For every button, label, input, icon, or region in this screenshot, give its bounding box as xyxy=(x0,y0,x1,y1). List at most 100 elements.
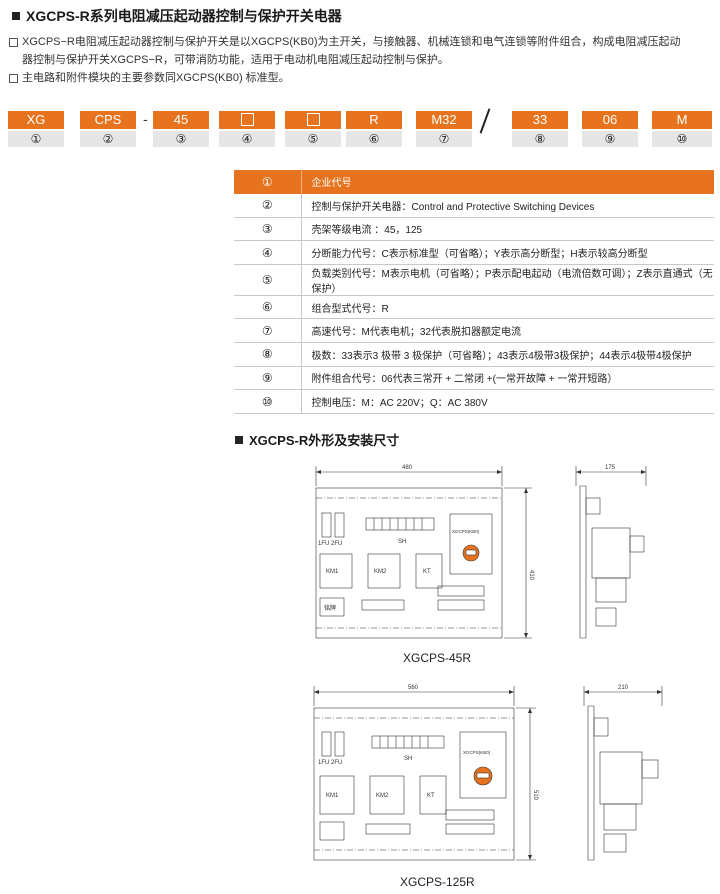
km2-label: KM2 xyxy=(374,569,387,575)
intro-text: 器控制与保护开关XGCPS−R，可带消防功能，适用于电动机电阻减压起动控制与保护… xyxy=(22,54,449,66)
code-part: CPS xyxy=(80,111,136,129)
spec-text: 极数：33表示3 极带 3 极保护（可省略）；43表示4极带3极保护；44表示4… xyxy=(301,342,714,367)
spec-text: 控制与保护开关电器：Control and Protective Switchi… xyxy=(301,193,714,218)
side-view: 210 xyxy=(583,685,663,861)
sh-label: SH xyxy=(398,539,406,545)
intro-item: 主电路和附件模块的主要参数同XGCPS(KB0) 标准型。 xyxy=(8,69,716,87)
code-number: ④ xyxy=(219,131,275,147)
bullet-square-icon xyxy=(12,12,20,20)
blank-square-icon xyxy=(306,113,320,126)
code-part: 45 xyxy=(153,111,209,129)
code-slash xyxy=(479,108,491,134)
code-number: ② xyxy=(80,131,136,147)
spec-text: 附件组合代号：06代表三常开 + 二常闭 +(一常开故障 + 一常开短路） xyxy=(301,366,714,391)
code-part: R xyxy=(346,111,402,129)
front-view: 1FU 2FU SH XGCPS(KB0) KM1 KM2 KT 铭牌 xyxy=(315,487,503,639)
dimension-label: 175 xyxy=(605,465,616,471)
code-number: ⑧ xyxy=(512,131,568,147)
dimension-label: 480 xyxy=(402,465,413,471)
dimension-width: 560 xyxy=(313,685,515,706)
spec-text: 分断能力代号：C表示标准型（可省略）；Y表示高分断型；H表示较高分断型 xyxy=(301,240,714,265)
drawing-45r: 480 1FU 2FU SH XGCPS(KB0) KM1 KM2 KT 铭牌 xyxy=(315,465,647,639)
dimension-label: 560 xyxy=(408,685,419,691)
code-dash: - xyxy=(143,111,148,127)
drawing-125r: 560 1FU 2FU SH XGCPS(KB0) KM1 KM2 KT 510 xyxy=(313,685,663,861)
dimension-label: 210 xyxy=(618,685,629,691)
spec-number: ① xyxy=(234,170,302,194)
side-view: 175 xyxy=(575,465,647,639)
section-title-text: XGCPS-R外形及安装尺寸 xyxy=(249,433,400,448)
code-number: ③ xyxy=(153,131,209,147)
code-part-blank xyxy=(285,111,341,129)
spec-number: ⑥ xyxy=(234,295,302,320)
switch-label: XGCPS(KB0) xyxy=(463,750,491,755)
intro-text: XGCPS−R电阻减压起动器控制与保护开关是以XGCPS(KB0)为主开关，与接… xyxy=(22,36,681,48)
code-part-blank xyxy=(219,111,275,129)
switch-label: XGCPS(KB0) xyxy=(452,529,480,534)
dimension-height: 410 xyxy=(504,487,534,639)
intro-continuation: 器控制与保护开关XGCPS−R，可带消防功能，适用于电动机电阻减压起动控制与保护… xyxy=(8,51,716,69)
spec-number: ⑩ xyxy=(234,389,302,414)
fuse-label: 1FU 2FU xyxy=(318,760,342,766)
dimension-height: 510 xyxy=(516,707,538,861)
kt-label: KT xyxy=(427,793,435,799)
section-title-dimensions: XGCPS-R外形及安装尺寸 xyxy=(235,430,399,449)
spec-text: 负载类别代号：M表示电机（可省略）；P表示配电起动（电流倍数可调）；Z表示直通式… xyxy=(301,264,714,296)
code-part-text: M32 xyxy=(431,112,457,127)
dimension-label: 410 xyxy=(528,570,534,581)
dimension-width: 480 xyxy=(315,465,503,486)
spec-number: ⑦ xyxy=(234,318,302,344)
nameplate-label: 铭牌 xyxy=(324,604,336,612)
intro-text: 主电路和附件模块的主要参数同XGCPS(KB0) 标准型。 xyxy=(22,72,290,84)
drawing-caption: XGCPS-125R xyxy=(400,875,475,889)
bullet-square-icon xyxy=(235,436,243,444)
code-part-text: R xyxy=(369,112,379,127)
page-title: XGCPS-R系列电阻减压起动器控制与保护开关电器 xyxy=(12,6,342,26)
code-part-text: XG xyxy=(26,112,46,127)
spec-number: ⑧ xyxy=(234,342,302,367)
blank-square-icon xyxy=(240,113,254,126)
code-part-text: M xyxy=(676,112,688,127)
km1-label: KM1 xyxy=(326,569,339,575)
code-part: M xyxy=(652,111,712,129)
spec-number: ⑤ xyxy=(234,264,302,296)
km1-label: KM1 xyxy=(326,793,339,799)
code-part: 33 xyxy=(512,111,568,129)
kt-label: KT xyxy=(423,569,431,575)
code-number: ⑥ xyxy=(346,131,402,147)
code-part: 06 xyxy=(582,111,638,129)
code-number: ⑨ xyxy=(582,131,638,147)
spec-number: ② xyxy=(234,193,302,218)
front-view: 1FU 2FU SH XGCPS(KB0) KM1 KM2 KT xyxy=(313,707,515,861)
spec-text: 高速代号：M代表电机；32代表脱扣器额定电流 xyxy=(301,318,714,344)
sh-label: SH xyxy=(404,756,412,762)
fuse-label: 1FU 2FU xyxy=(318,541,342,547)
spec-number: ③ xyxy=(234,217,302,242)
title-text: XGCPS-R系列电阻减压起动器控制与保护开关电器 xyxy=(26,8,342,24)
code-part-text: 45 xyxy=(173,112,189,127)
code-part: XG xyxy=(8,111,64,129)
spec-text: 控制电压：M：AC 220V；Q：AC 380V xyxy=(301,389,714,414)
code-part-text: CPS xyxy=(94,112,122,127)
spec-text: 组合型式代号：R xyxy=(301,295,714,320)
model-code: XG ① CPS ② - 45 ③ ④ ⑤ R ⑥ M32 ⑦ 33 ⑧ 06 … xyxy=(0,108,720,151)
km2-label: KM2 xyxy=(376,793,389,799)
spec-number: ⑨ xyxy=(234,366,302,391)
spec-text: 企业代号 xyxy=(301,170,714,194)
intro-item: XGCPS−R电阻减压起动器控制与保护开关是以XGCPS(KB0)为主开关，与接… xyxy=(8,33,716,51)
code-number: ① xyxy=(8,131,64,147)
code-number: ⑤ xyxy=(285,131,341,147)
intro-section: XGCPS−R电阻减压起动器控制与保护开关是以XGCPS(KB0)为主开关，与接… xyxy=(8,33,716,87)
code-part: M32 xyxy=(416,111,472,129)
